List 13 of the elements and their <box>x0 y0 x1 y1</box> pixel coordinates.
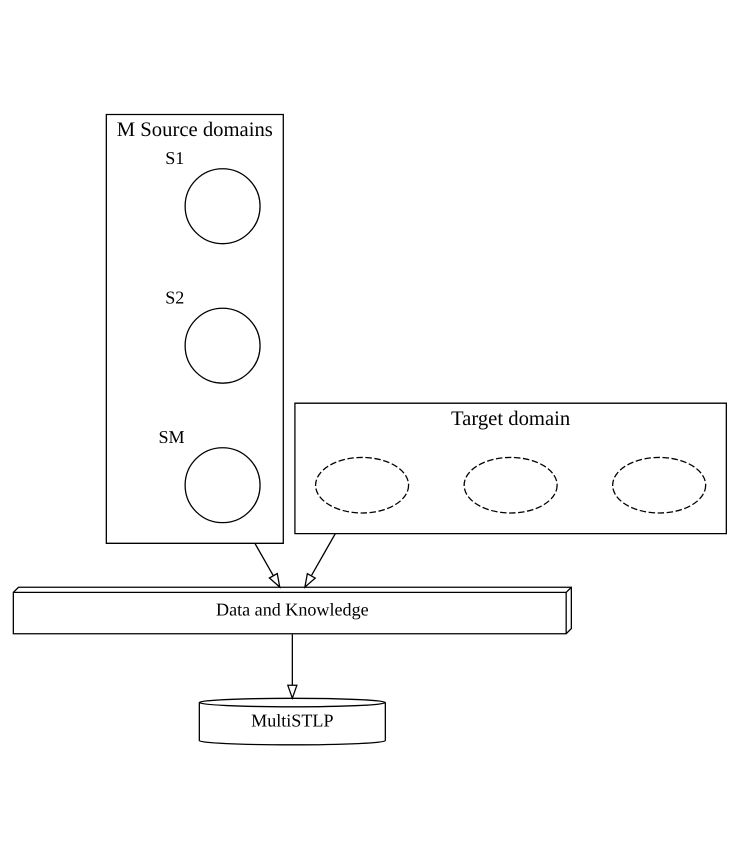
node-label: SM <box>158 426 185 447</box>
cluster: Target domain <box>294 402 727 534</box>
node-cloud <box>463 456 558 514</box>
node-label: S1 <box>165 148 184 168</box>
node-cloud <box>314 456 410 514</box>
node-cloud <box>612 456 706 514</box>
arrow <box>286 634 298 700</box>
arrow <box>254 543 281 589</box>
arrow <box>304 533 336 589</box>
node-circle <box>184 308 261 384</box>
node-circle <box>184 447 261 524</box>
node-label: S2 <box>165 287 184 308</box>
node-circle <box>184 168 261 244</box>
